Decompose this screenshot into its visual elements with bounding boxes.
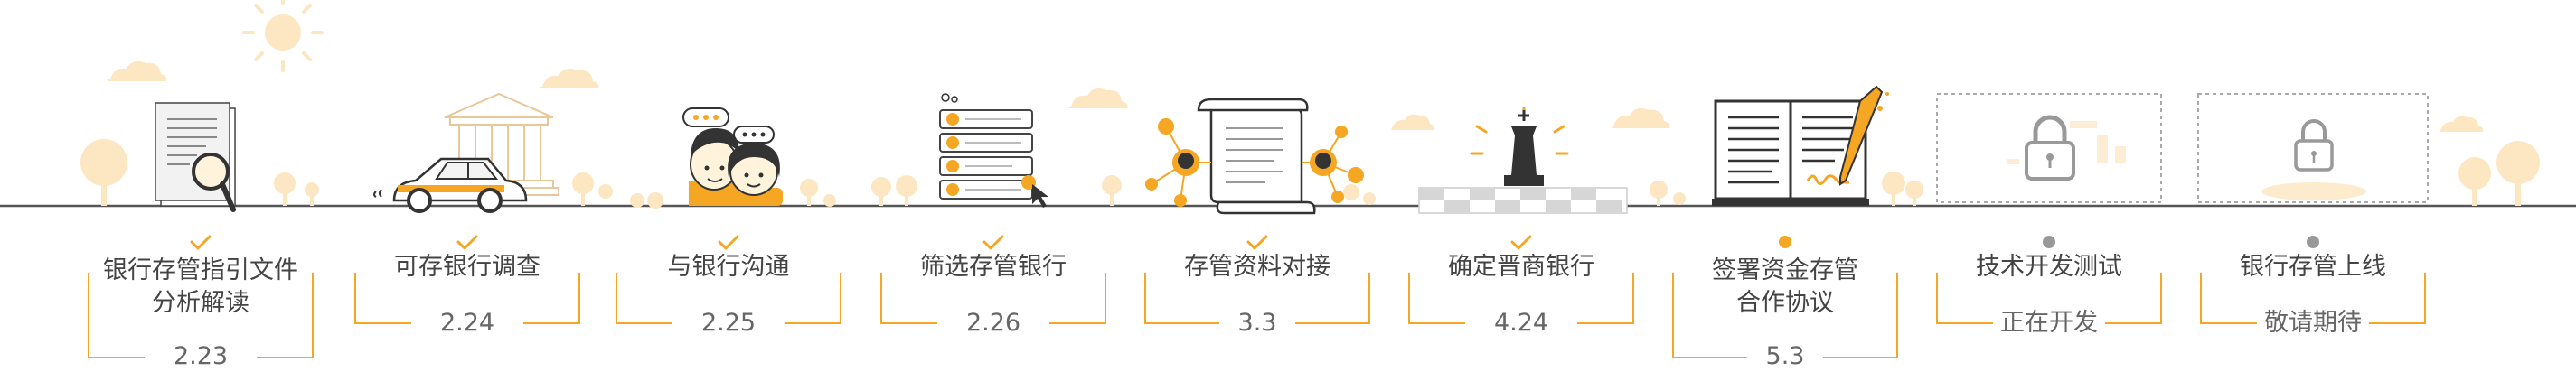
chess-king-icon	[1418, 107, 1628, 214]
cloud-icon	[107, 61, 2484, 132]
step-frame	[2200, 273, 2426, 324]
step-frame	[88, 273, 314, 358]
check-icon	[1510, 235, 1532, 250]
people-chat-icon	[682, 107, 783, 206]
check-icon	[190, 235, 212, 250]
step-frame	[1144, 273, 1370, 324]
step-frame	[1408, 273, 1634, 324]
check-icon	[718, 235, 739, 250]
sun-icon	[242, 0, 324, 72]
step-frame	[1936, 273, 2162, 324]
lock-icon	[1936, 93, 2162, 203]
bank-car-icon	[373, 92, 559, 213]
pending-dot-icon	[2043, 236, 2055, 248]
checklist-icon	[939, 93, 1048, 208]
document-search-icon	[155, 102, 236, 212]
step-frame	[616, 273, 841, 324]
scroll-network-icon	[1145, 98, 1364, 215]
current-dot-icon	[1779, 236, 1791, 248]
tree-icon	[80, 139, 2540, 209]
check-icon	[982, 235, 1004, 250]
step-frame	[880, 273, 1106, 324]
book-pen-icon	[1712, 85, 1889, 206]
lock-icon	[2197, 93, 2429, 203]
pending-dot-icon	[2307, 236, 2319, 248]
check-icon	[456, 235, 478, 250]
step-frame	[1672, 273, 1898, 358]
step-frame	[354, 273, 580, 324]
check-icon	[1246, 235, 1268, 250]
